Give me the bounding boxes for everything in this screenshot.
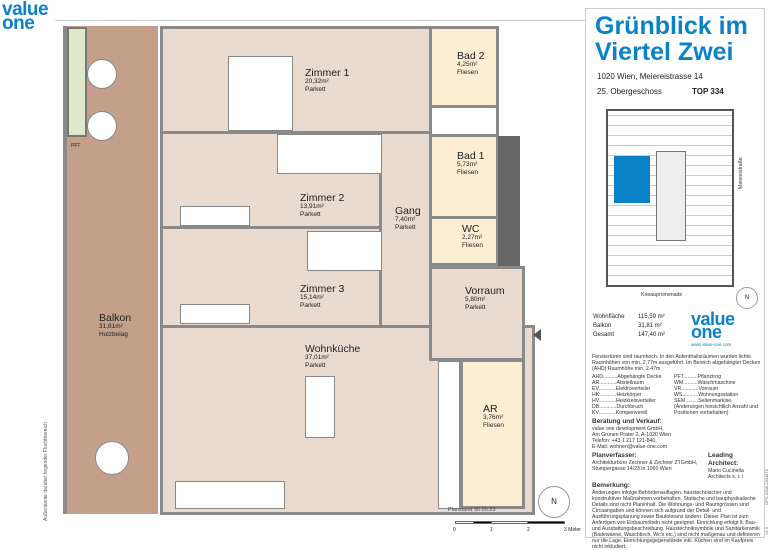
building-keyplan [606,109,734,287]
wardrobe [180,206,250,226]
panel-text-flow: Fenstertüren sind raumhoch. In den Aufen… [592,354,762,550]
bed [277,134,382,174]
dining-table [305,376,335,438]
scale-bar [455,521,565,524]
wardrobe [180,304,250,324]
armchair [87,59,117,89]
floor: 25. Obergeschoss [597,87,662,96]
floor-plan: PFT Außenkante darüber liegender Fluchtb… [43,20,585,533]
map-north-arrow: N [736,287,758,309]
bed [228,56,293,131]
map-street-right: Meiereistraße [738,157,744,189]
map-street-bottom: Krieaupromenade [641,292,683,298]
planstand: Planstand 30.05.23 [448,507,496,513]
room-wc [429,216,499,266]
website: www.value-one.com [691,342,732,347]
bed [307,231,382,271]
room-gang [379,131,432,328]
north-arrow: N [538,486,570,518]
armchair [87,111,117,141]
planner: Planverfasser: Architekturbüro Zechner &… [592,452,698,472]
credits: Planverfasser: Architekturbüro Zechner &… [592,452,762,480]
sofa [175,481,285,509]
highlighted-unit [614,156,650,203]
entrance-arrow [533,329,541,341]
round-table [95,441,129,475]
leading-architect: Leading Architect: Mario Cucinella Archi… [708,452,744,480]
remarks: Bemerkung: Änderungen infolge Behördenau… [592,482,760,550]
unit-number: TOP 334 [692,87,724,96]
planter [67,27,87,137]
core [656,151,686,241]
address: 1020 Wien, Meiereistrasse 14 [597,72,703,81]
document-code: OPC-0308-2304873 [764,469,769,505]
height-note: Fenstertüren sind raumhoch. In den Aufen… [592,354,761,372]
version: V1.0 [764,526,769,535]
room-vorraum [429,266,525,361]
pft-label: PFT [71,143,81,149]
kitchen-counter [438,361,460,509]
shaft [498,136,520,266]
room-ar [460,359,525,509]
sales-contact: Beratung und Verkauf: value one developm… [592,418,672,450]
side-note: Außenkante darüber liegender Fluchtberei… [43,422,49,521]
bathtub-area [429,105,499,137]
room-zimmer1 [160,26,432,134]
